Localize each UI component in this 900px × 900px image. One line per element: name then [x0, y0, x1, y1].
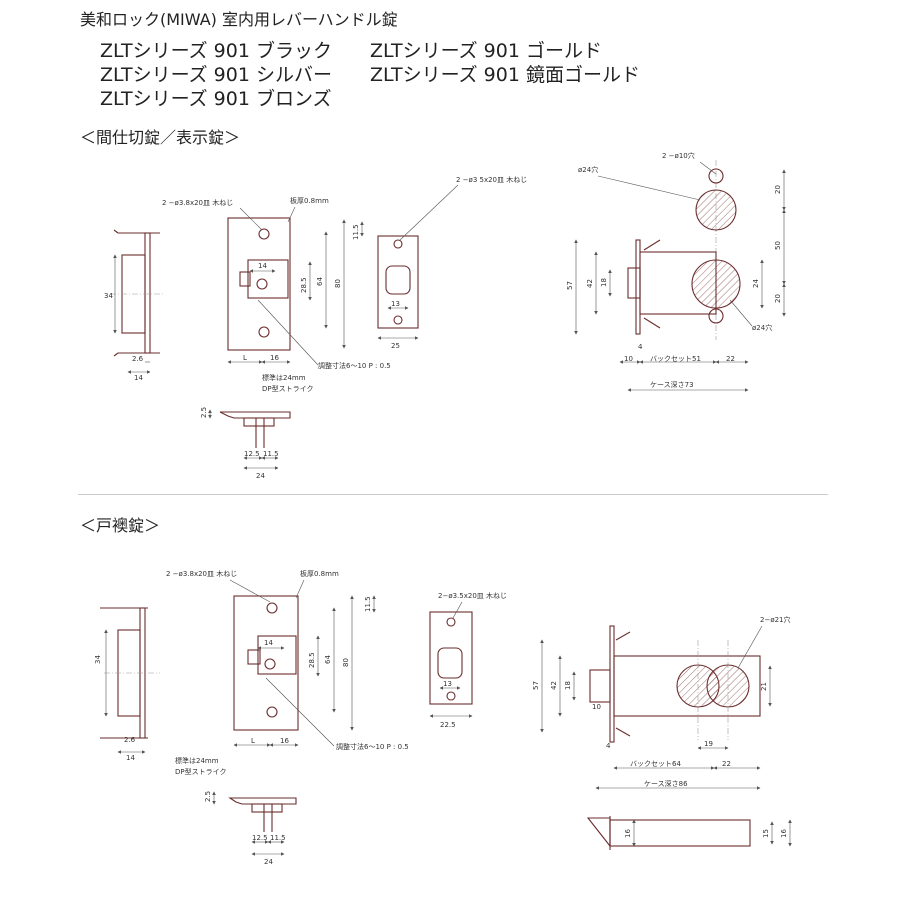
section-divider	[78, 494, 828, 495]
bottom-front-dim-28-5: 28.5	[308, 652, 316, 668]
bottom-lock-side: 2−ø21穴 57 42 18 10 4 19 21 バックセット64 22 ケ…	[532, 615, 791, 790]
top-strike-screw-label: 2 −ø3 5x20皿 木ねじ	[456, 175, 527, 184]
top-lock-dim-18: 18	[600, 278, 608, 287]
top-lock-backset-label: バックセット51	[650, 355, 701, 363]
bottom-strike-dim-22-5: 22.5	[440, 721, 456, 729]
model-bronze: ZLTシリーズ 901 ブロンズ	[100, 88, 332, 110]
top-lock-dim-22: 22	[726, 355, 735, 363]
top-side-dim-2-6: 2.6	[132, 355, 144, 363]
bottom-front-dp-label: DP型ストライク	[175, 767, 226, 776]
section-title-partition: ＜間仕切錠／表示錠＞	[80, 128, 241, 147]
model-mirror-gold: ZLTシリーズ 901 鏡面ゴールド	[370, 64, 640, 86]
bottom-front-dim-64: 64	[324, 655, 332, 664]
bottom-front-dim-L: L	[251, 737, 255, 745]
bottom-dp-dim-12-5: 12.5	[252, 834, 268, 842]
bottom-lock-dim-19: 19	[704, 740, 713, 748]
bottom-front-dim-80: 80	[342, 658, 350, 667]
bottom-top-dim-16b: 16	[780, 829, 788, 838]
bottom-dp-dim-24: 24	[264, 858, 273, 866]
top-lock-dim-42: 42	[586, 279, 594, 288]
bottom-lock-case-depth-label: ケース深さ86	[644, 779, 688, 788]
top-lock-hole24a-label: ø24穴	[578, 165, 598, 174]
top-lock-dim-50: 50	[774, 241, 782, 250]
bottom-lock-dim-21: 21	[760, 682, 768, 691]
top-front-screw-label: 2 −ø3.8x20皿 木ねじ	[162, 198, 233, 207]
top-lock-hole10-label: 2 −ø10穴	[662, 151, 695, 160]
bottom-side-view: 34 2.6 14	[94, 607, 160, 762]
top-front-dim-80: 80	[334, 279, 342, 288]
bottom-front-standard-label: 標準は24mm	[175, 756, 219, 765]
top-front-standard-label: 標準は24mm	[262, 373, 306, 382]
top-strike-dim-13: 13	[391, 300, 400, 308]
top-front-dim-64: 64	[316, 277, 324, 286]
product-title: 美和ロック(MIWA) 室内用レバーハンドル錠	[80, 10, 398, 29]
top-dp-dim-2-5: 2.5	[200, 407, 208, 418]
top-side-dim-14: 14	[134, 374, 143, 382]
bottom-strike-view: 2−ø3.5x20皿 木ねじ 11.5 13 22.5	[364, 591, 507, 729]
bottom-lock-hole21-label: 2−ø21穴	[760, 615, 791, 624]
top-lock-side: 2 −ø10穴 ø24穴 ø24穴 20 50 20 24 57 42 18 4…	[566, 151, 786, 392]
bottom-strike-dim-11-5: 11.5	[364, 596, 372, 612]
top-dp-dim-24: 24	[256, 472, 265, 480]
bottom-dp-dim-2-5: 2.5	[204, 791, 212, 802]
top-dp-dim-11-5: 11.5	[263, 450, 279, 458]
top-front-adjust-label: 調整寸法6〜10 P : 0.5	[318, 361, 391, 370]
bottom-top-view: 16 15 16	[586, 816, 792, 850]
bottom-top-dim-16a: 16	[624, 829, 632, 838]
bottom-top-dim-15: 15	[762, 829, 770, 838]
bottom-front-adjust-label: 調整寸法6〜10 P : 0.5	[336, 742, 409, 751]
bottom-front-dim-16: 16	[280, 737, 289, 745]
bottom-dp-dim-11-5: 11.5	[270, 834, 286, 842]
top-strike-dim-11-5: 11.5	[352, 224, 360, 240]
top-front-view: 2 −ø3.8x20皿 木ねじ 板厚0.8mm 14 28.5 64 80 L …	[162, 196, 391, 393]
top-front-plate-label: 板厚0.8mm	[290, 196, 329, 205]
bottom-lock-dim-57: 57	[532, 681, 540, 690]
model-black: ZLTシリーズ 901 ブラック	[100, 40, 332, 62]
bottom-side-dim-34: 34	[94, 655, 102, 664]
top-lock-hole24b-label: ø24穴	[752, 323, 772, 332]
page-header: 美和ロック(MIWA) 室内用レバーハンドル錠	[80, 8, 398, 32]
model-silver: ZLTシリーズ 901 シルバー	[100, 64, 332, 86]
top-dp-dim-12-5: 12.5	[244, 450, 260, 458]
bottom-front-screw-label: 2 −ø3.8x20皿 木ねじ	[166, 569, 237, 578]
top-strike-dim-25: 25	[391, 342, 400, 350]
top-lock-dim-20b: 20	[774, 294, 782, 303]
top-side-dim-34: 34	[104, 292, 113, 300]
top-front-dim-16: 16	[270, 354, 279, 362]
top-front-dp-label: DP型ストライク	[262, 384, 313, 393]
bottom-lock-dim-22: 22	[722, 760, 731, 768]
bottom-dp-strike: 2.5 12.5 11.5 24	[204, 791, 297, 866]
model-gold: ZLTシリーズ 901 ゴールド	[370, 40, 602, 62]
bottom-side-dim-14: 14	[126, 754, 135, 762]
bottom-front-dim-14: 14	[264, 639, 273, 647]
top-front-dim-L: L	[243, 354, 247, 362]
top-lock-case-depth-label: ケース深さ73	[650, 380, 694, 389]
bottom-strike-screw-label: 2−ø3.5x20皿 木ねじ	[438, 591, 507, 600]
bottom-front-view: 2 −ø3.8x20皿 木ねじ 板厚0.8mm 14 28.5 64 80 L …	[166, 569, 409, 776]
top-dp-strike: 2.5 12.5 11.5 24	[200, 407, 291, 480]
bottom-strike-dim-13: 13	[443, 680, 452, 688]
top-lock-dim-20a: 20	[774, 185, 782, 194]
bottom-side-dim-2-6: 2.6	[124, 736, 136, 744]
top-side-view: 34 2.6 14	[104, 229, 165, 382]
top-front-dim-14: 14	[258, 262, 267, 270]
bottom-front-plate-label: 板厚0.8mm	[300, 569, 339, 578]
bottom-lock-dim-18: 18	[564, 681, 572, 690]
top-lock-dim-57: 57	[566, 281, 574, 290]
top-lock-dim-10: 10	[624, 355, 633, 363]
section-title-fusuma: ＜戸襖錠＞	[80, 516, 161, 535]
bottom-lock-backset-label: バックセット64	[630, 760, 681, 768]
bottom-lock-dim-10: 10	[592, 703, 601, 711]
bottom-lock-dim-42: 42	[550, 681, 558, 690]
top-front-dim-28-5: 28.5	[300, 277, 308, 293]
top-lock-dim-4: 4	[638, 343, 643, 351]
top-lock-dim-24: 24	[752, 279, 760, 288]
top-strike-view: 2 −ø3 5x20皿 木ねじ 11.5 13 25	[352, 175, 527, 350]
bottom-lock-dim-4: 4	[606, 742, 611, 750]
